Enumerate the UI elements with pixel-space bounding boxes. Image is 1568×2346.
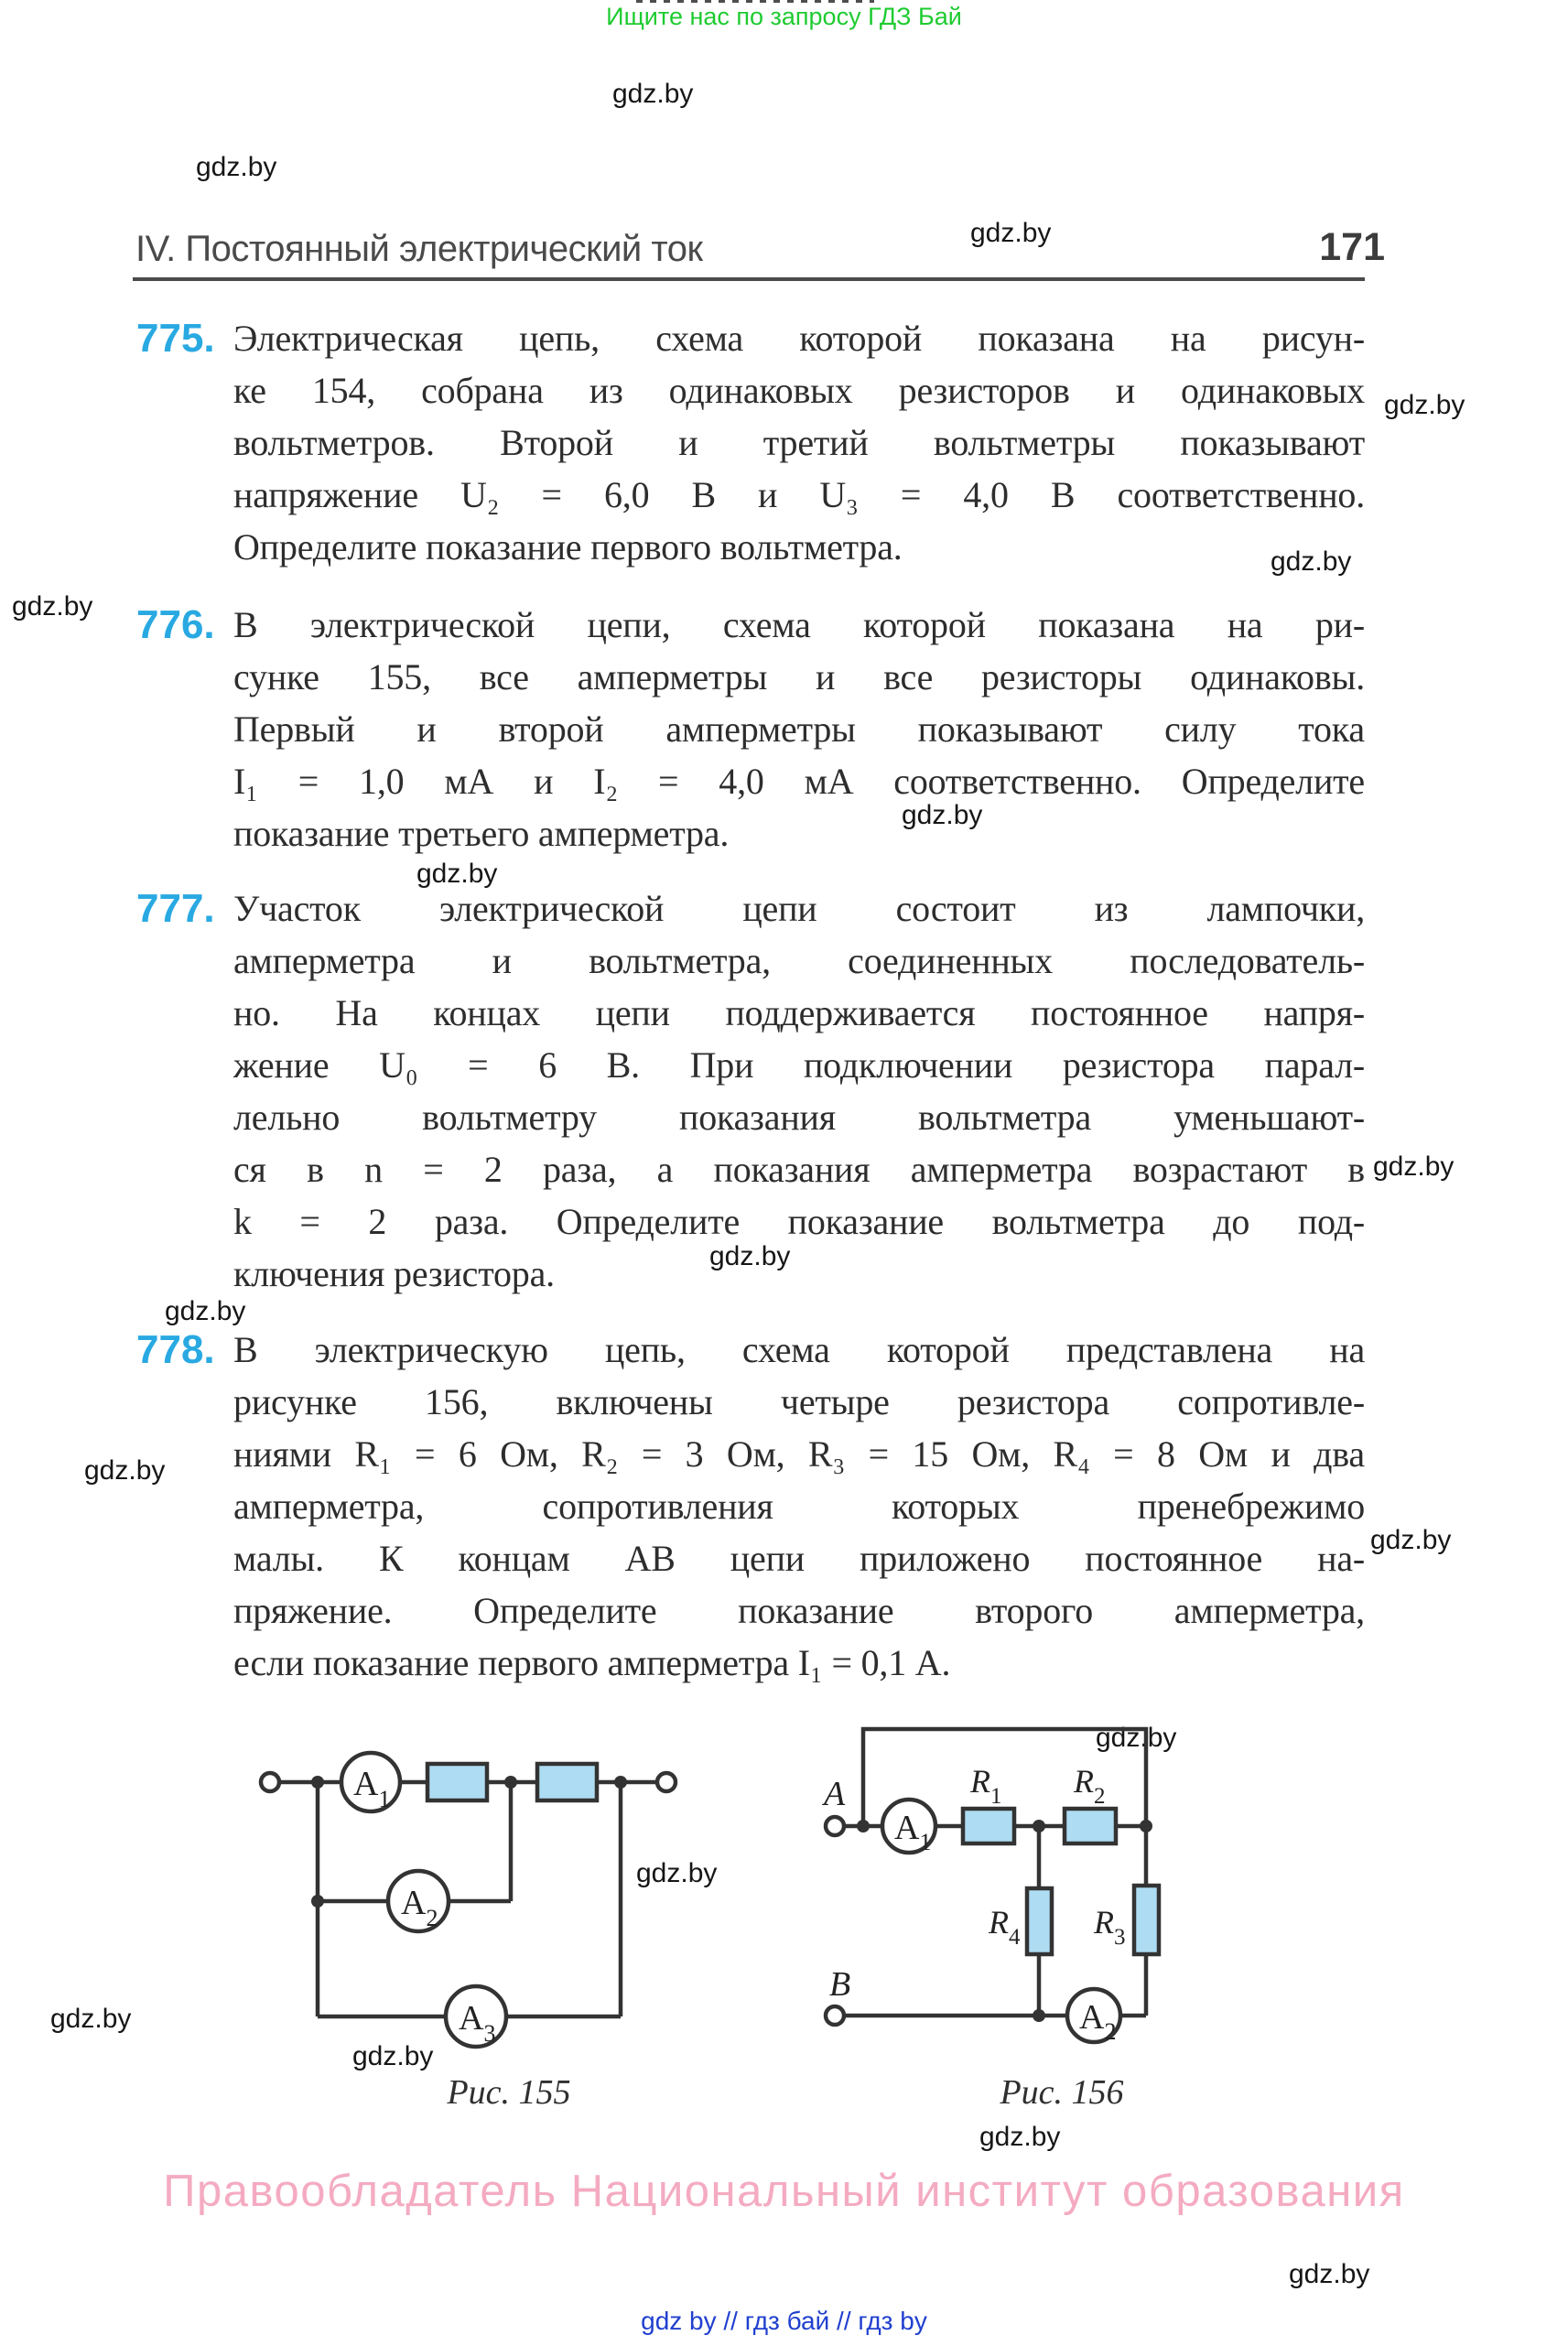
wires [279,1779,657,2019]
terminal-a-label: A [821,1775,846,1813]
resistor-r1-label: R1 [969,1763,1002,1809]
problem-text-line: В электрическую цепь, схема которой пред… [233,1329,1365,1370]
watermark: gdz.by [970,218,1052,248]
watermark: gdz.by [196,152,277,182]
problem-text-line: Первый и второй амперметры показывают си… [233,708,1365,750]
ammeter-a1 [880,1797,938,1855]
terminal-left [258,1770,282,1794]
resistor-r4 [1024,1886,1054,1957]
watermark: gdz.by [1373,1151,1454,1182]
terminal-b-label: B [829,1965,850,2004]
resistor-r2 [1062,1806,1119,1846]
problem-number: 775. [136,316,215,361]
watermark: gdz.by [979,2122,1061,2152]
problem-text-line: Участок электрической цепи состоит из ла… [233,888,1365,929]
resistor-r2-label: R2 [1073,1763,1106,1809]
terminal-b [823,2004,847,2027]
ammeter-a1-label: A1 [894,1809,931,1855]
problem-text-line: сунке 155, все амперметры и все резистор… [233,656,1365,697]
chapter-title: IV. Постоянный электрический ток [135,229,703,269]
problem-text-line: если показание первого амперметра I₁ = 0… [233,1642,951,1683]
figure-155-circuit: A1 A2 A3 [258,1750,678,2049]
terminal-right [654,1770,678,1794]
cut-off-text-artifact [636,0,874,3]
junction-nodes [857,1820,1152,2022]
watermark: gdz.by [636,1858,718,1888]
resistor-r3-label: R3 [1093,1904,1126,1950]
watermark: gdz.by [50,2004,132,2034]
ammeter-a2-label: A2 [401,1884,438,1931]
problem-text-line: ключения резистора. [233,1253,555,1294]
watermark: gdz.by [84,1455,166,1486]
problem-text-line: I₁ = 1,0 мА и I₂ = 4,0 мА соответственно… [233,761,1365,802]
problem-775: 775. Электрическая цепь, схема которой п… [0,312,1568,573]
problem-text-line: Определите показание первого вольтметра. [233,526,903,568]
page-number: 171 [1319,225,1385,269]
ammeter-a2-label: A2 [1079,1998,1116,2045]
ammeter-a1-label: A1 [353,1765,390,1812]
problem-text-line: напряжение U₂ = 6,0 В и U₃ = 4,0 В соотв… [233,474,1365,515]
wires [844,1726,1149,2018]
problem-776: 776. В электрической цепи, схема которой… [0,599,1568,859]
ammeter-a3-label: A3 [459,1999,495,2047]
resistor-r3 [1131,1883,1162,1957]
problem-text-line: рисунке 156, включены четыре резистора с… [233,1381,1365,1422]
problem-text-line: ке 154, собрана из одинаковых резисторов… [233,370,1365,411]
watermark: gdz.by [416,859,498,889]
problem-text-line: Электрическая цепь, схема которой показа… [233,318,1365,359]
problem-text-line: пряжение. Определите показание второго а… [233,1590,1365,1631]
watermark: gdz.by [12,591,93,622]
watermark: gdz.by [612,79,694,109]
problem-text-line: вольтметров. Второй и третий вольтметры … [233,422,1365,463]
footer-links[interactable]: gdz by // гдз бай // гдз by [641,2307,927,2335]
header-rule [133,277,1365,281]
problem-number: 776. [136,602,215,647]
problem-text-line: амперметра и вольтметра, соединенных пос… [233,940,1365,981]
watermark: gdz.by [1370,1525,1452,1555]
watermark: gdz.by [1384,390,1465,420]
problem-text-line: жение U₀ = 6 В. При подключении резистор… [233,1044,1365,1086]
problem-number: 778. [136,1327,215,1372]
problem-text-line: ся в n = 2 раза, а показания амперметра … [233,1149,1365,1190]
problem-777: 777. Участок электрической цепи состоит … [0,882,1568,1300]
figure-155-caption: Рис. 155 [447,2073,571,2112]
watermark: gdz.by [709,1241,791,1271]
ammeter-a2 [1065,1986,1123,2045]
terminal-a [823,1814,847,1838]
ammeter-a2 [385,1868,451,1934]
watermark: gdz.by [352,2041,434,2071]
problem-text-line: ниями R₁ = 6 Ом, R₂ = 3 Ом, R₃ = 15 Ом, … [233,1433,1365,1475]
watermark: gdz.by [1289,2259,1370,2289]
problem-text-line: k = 2 раза. Определите показание вольтме… [233,1201,1365,1242]
resistor-r4-label: R4 [988,1904,1021,1950]
resistor [425,1761,490,1803]
problem-text-line: но. На концах цепи поддерживается постоя… [233,992,1365,1033]
resistor [535,1761,600,1803]
junction-nodes [311,1776,627,1908]
watermark: gdz.by [1271,546,1352,577]
problem-text-line: малы. К концам AB цепи приложено постоян… [233,1538,1365,1579]
watermark: gdz.by [902,800,983,830]
figure-156-circuit: A B A1 A2 R1 R2 R3 R4 [821,1726,1162,2045]
problem-text-line: В электрической цепи, схема которой пока… [233,604,1365,645]
resistor-r1 [960,1806,1017,1846]
watermark: gdz.by [165,1296,246,1326]
problem-number: 777. [136,886,215,931]
problem-text-line: амперметра, сопротивления которых пренеб… [233,1486,1365,1527]
ammeter-a3 [443,1984,509,2049]
problem-text-line: показание третьего амперметра. [233,813,730,854]
ammeter-a1 [339,1750,403,1814]
promo-banner: Ищите нас по запросу ГДЗ Бай [606,3,962,30]
problem-778: 778. В электрическую цепь, схема которой… [0,1324,1568,1689]
problem-text-line: лельно вольтметру показания вольтметра у… [233,1097,1365,1138]
copyright-notice: Правообладатель Национальный институт об… [163,2167,1405,2216]
figure-156-caption: Рис. 156 [1000,2073,1124,2112]
